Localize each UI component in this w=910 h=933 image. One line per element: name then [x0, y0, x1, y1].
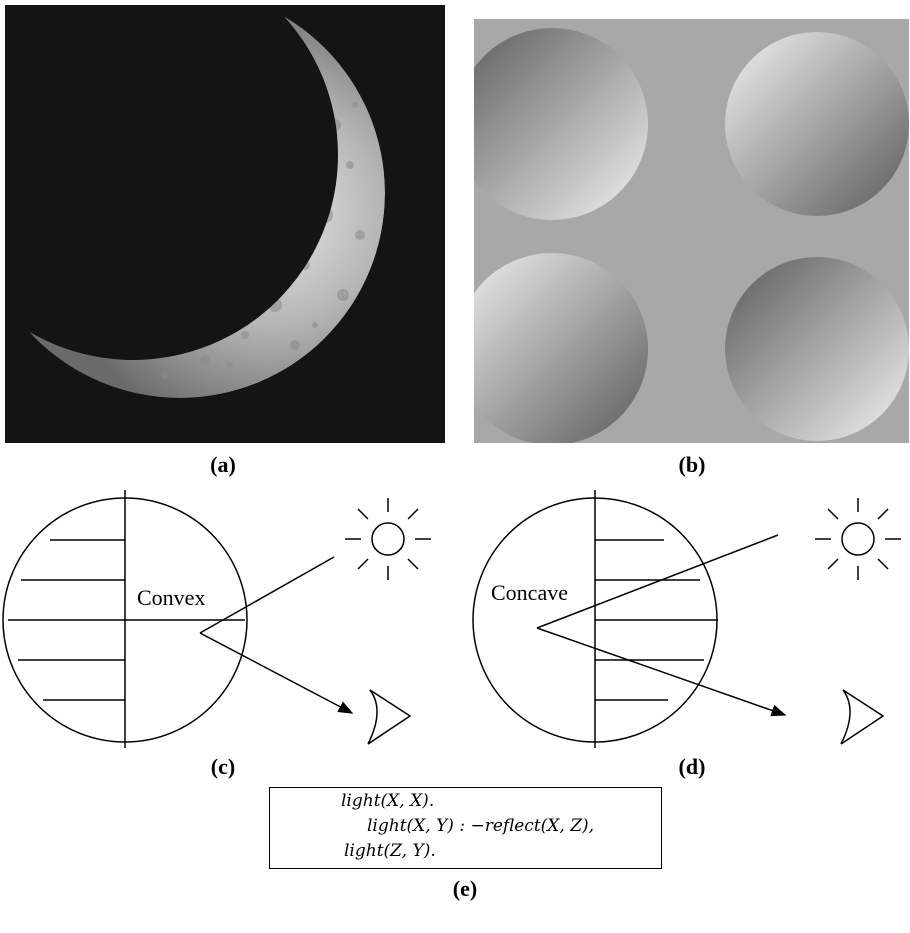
shading-illusion — [474, 19, 909, 443]
concave-incoming-ray — [536, 534, 779, 629]
concave-label: Concave — [489, 580, 570, 606]
moon-photo — [5, 5, 445, 443]
sun-icon — [815, 498, 901, 580]
logic-program-box: light(X, X). light(X, Y) : −reflect(X, Z… — [269, 787, 662, 869]
program-line-2: light(X, Y) : −reflect(X, Z), — [367, 816, 595, 836]
reflection-diagrams — [2, 490, 901, 748]
eye-icon — [840, 689, 885, 745]
convex-diagram — [2, 490, 431, 748]
convex-label: Convex — [135, 585, 208, 611]
concave-diagram — [472, 490, 901, 748]
convex-incoming-ray — [199, 556, 335, 634]
caption-e: (e) — [452, 876, 478, 901]
caption-d: (d) — [678, 754, 706, 779]
crescent-moon — [5, 5, 385, 398]
caption-a: (a) — [210, 452, 236, 477]
program-line-1: light(X, X). — [341, 791, 435, 811]
disc-bottom-left — [474, 253, 648, 443]
concave-reflected-ray — [536, 627, 787, 717]
sun-icon — [345, 498, 431, 580]
caption-b: (b) — [678, 452, 706, 477]
disc-top-right — [725, 32, 909, 216]
disc-top-left — [474, 28, 648, 220]
disc-bottom-right — [725, 257, 909, 441]
convex-reflected-ray — [199, 632, 354, 714]
eye-icon — [367, 689, 412, 745]
caption-c: (c) — [210, 754, 236, 779]
program-line-3: light(Z, Y). — [344, 841, 436, 861]
